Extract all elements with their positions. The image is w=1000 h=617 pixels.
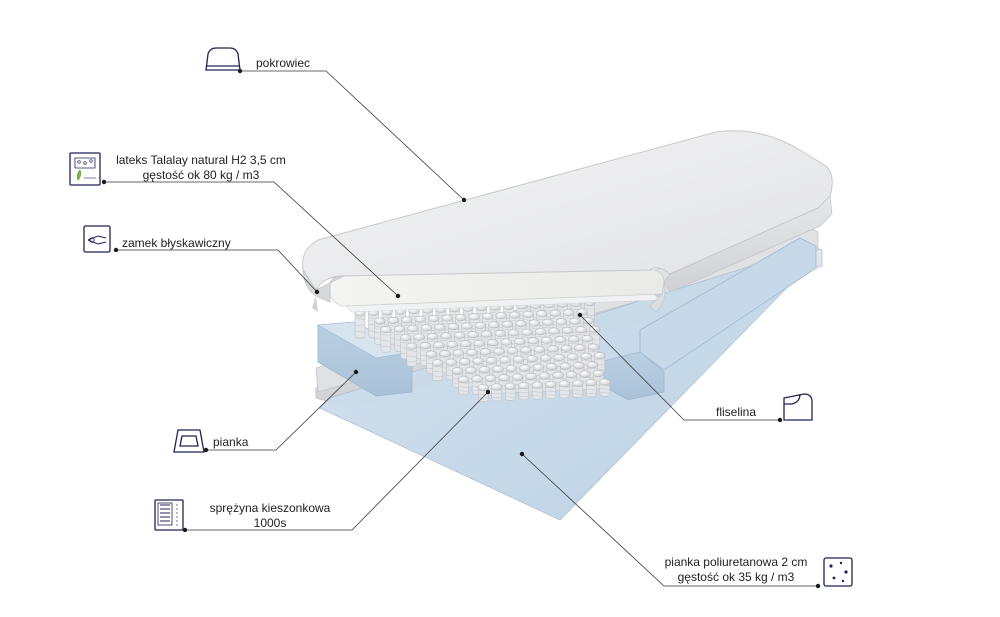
leader-zipper	[116, 249, 318, 293]
dot-spring-end	[485, 389, 491, 395]
leader-fleece	[579, 314, 780, 421]
label-pu: pianka poliuretanowa 2 cm gęstość ok 35 …	[664, 555, 808, 584]
dot-spring	[182, 527, 188, 533]
dot-latex	[101, 179, 107, 185]
foam-tray-layer	[317, 237, 817, 401]
dot-fleece-end	[577, 312, 583, 318]
dot-pu-end	[519, 451, 525, 457]
dot-zipper	[113, 247, 119, 253]
label-spring: sprężyna kieszonkowa 1000s	[209, 501, 331, 530]
leader-lines	[104, 70, 818, 587]
leader-latex	[104, 181, 399, 297]
foam-tray-icon	[173, 429, 205, 453]
leader-pu	[521, 453, 818, 587]
dot-foam-end	[353, 369, 359, 375]
dot-pu	[815, 583, 821, 589]
label-fleece: fliselina	[716, 405, 757, 419]
dot-cover-end	[461, 197, 467, 203]
leader-foam	[206, 371, 357, 451]
label-foam: pianka	[213, 435, 249, 449]
zipper-icon	[83, 225, 111, 253]
dot-zipper-end	[314, 289, 320, 295]
pocket-spring-icon	[154, 499, 184, 531]
label-cover: pokrowiec	[256, 56, 311, 70]
mattress-cover-icon	[205, 47, 241, 71]
pocket-springs-block	[354, 299, 611, 402]
fleece-sheet-icon	[783, 393, 813, 421]
label-zipper: zamek błyskawiczny	[122, 236, 231, 250]
dot-foam	[203, 447, 209, 453]
leader-spring	[185, 391, 489, 531]
leader-cover	[240, 70, 465, 201]
dot-latex-end	[395, 293, 401, 299]
latex-talalay-icon	[69, 152, 101, 186]
dot-fleece	[777, 417, 783, 423]
pu-foam-dots-icon	[823, 557, 853, 587]
label-latex: lateks Talalay natural H2 3,5 cm gęstość…	[116, 153, 286, 182]
